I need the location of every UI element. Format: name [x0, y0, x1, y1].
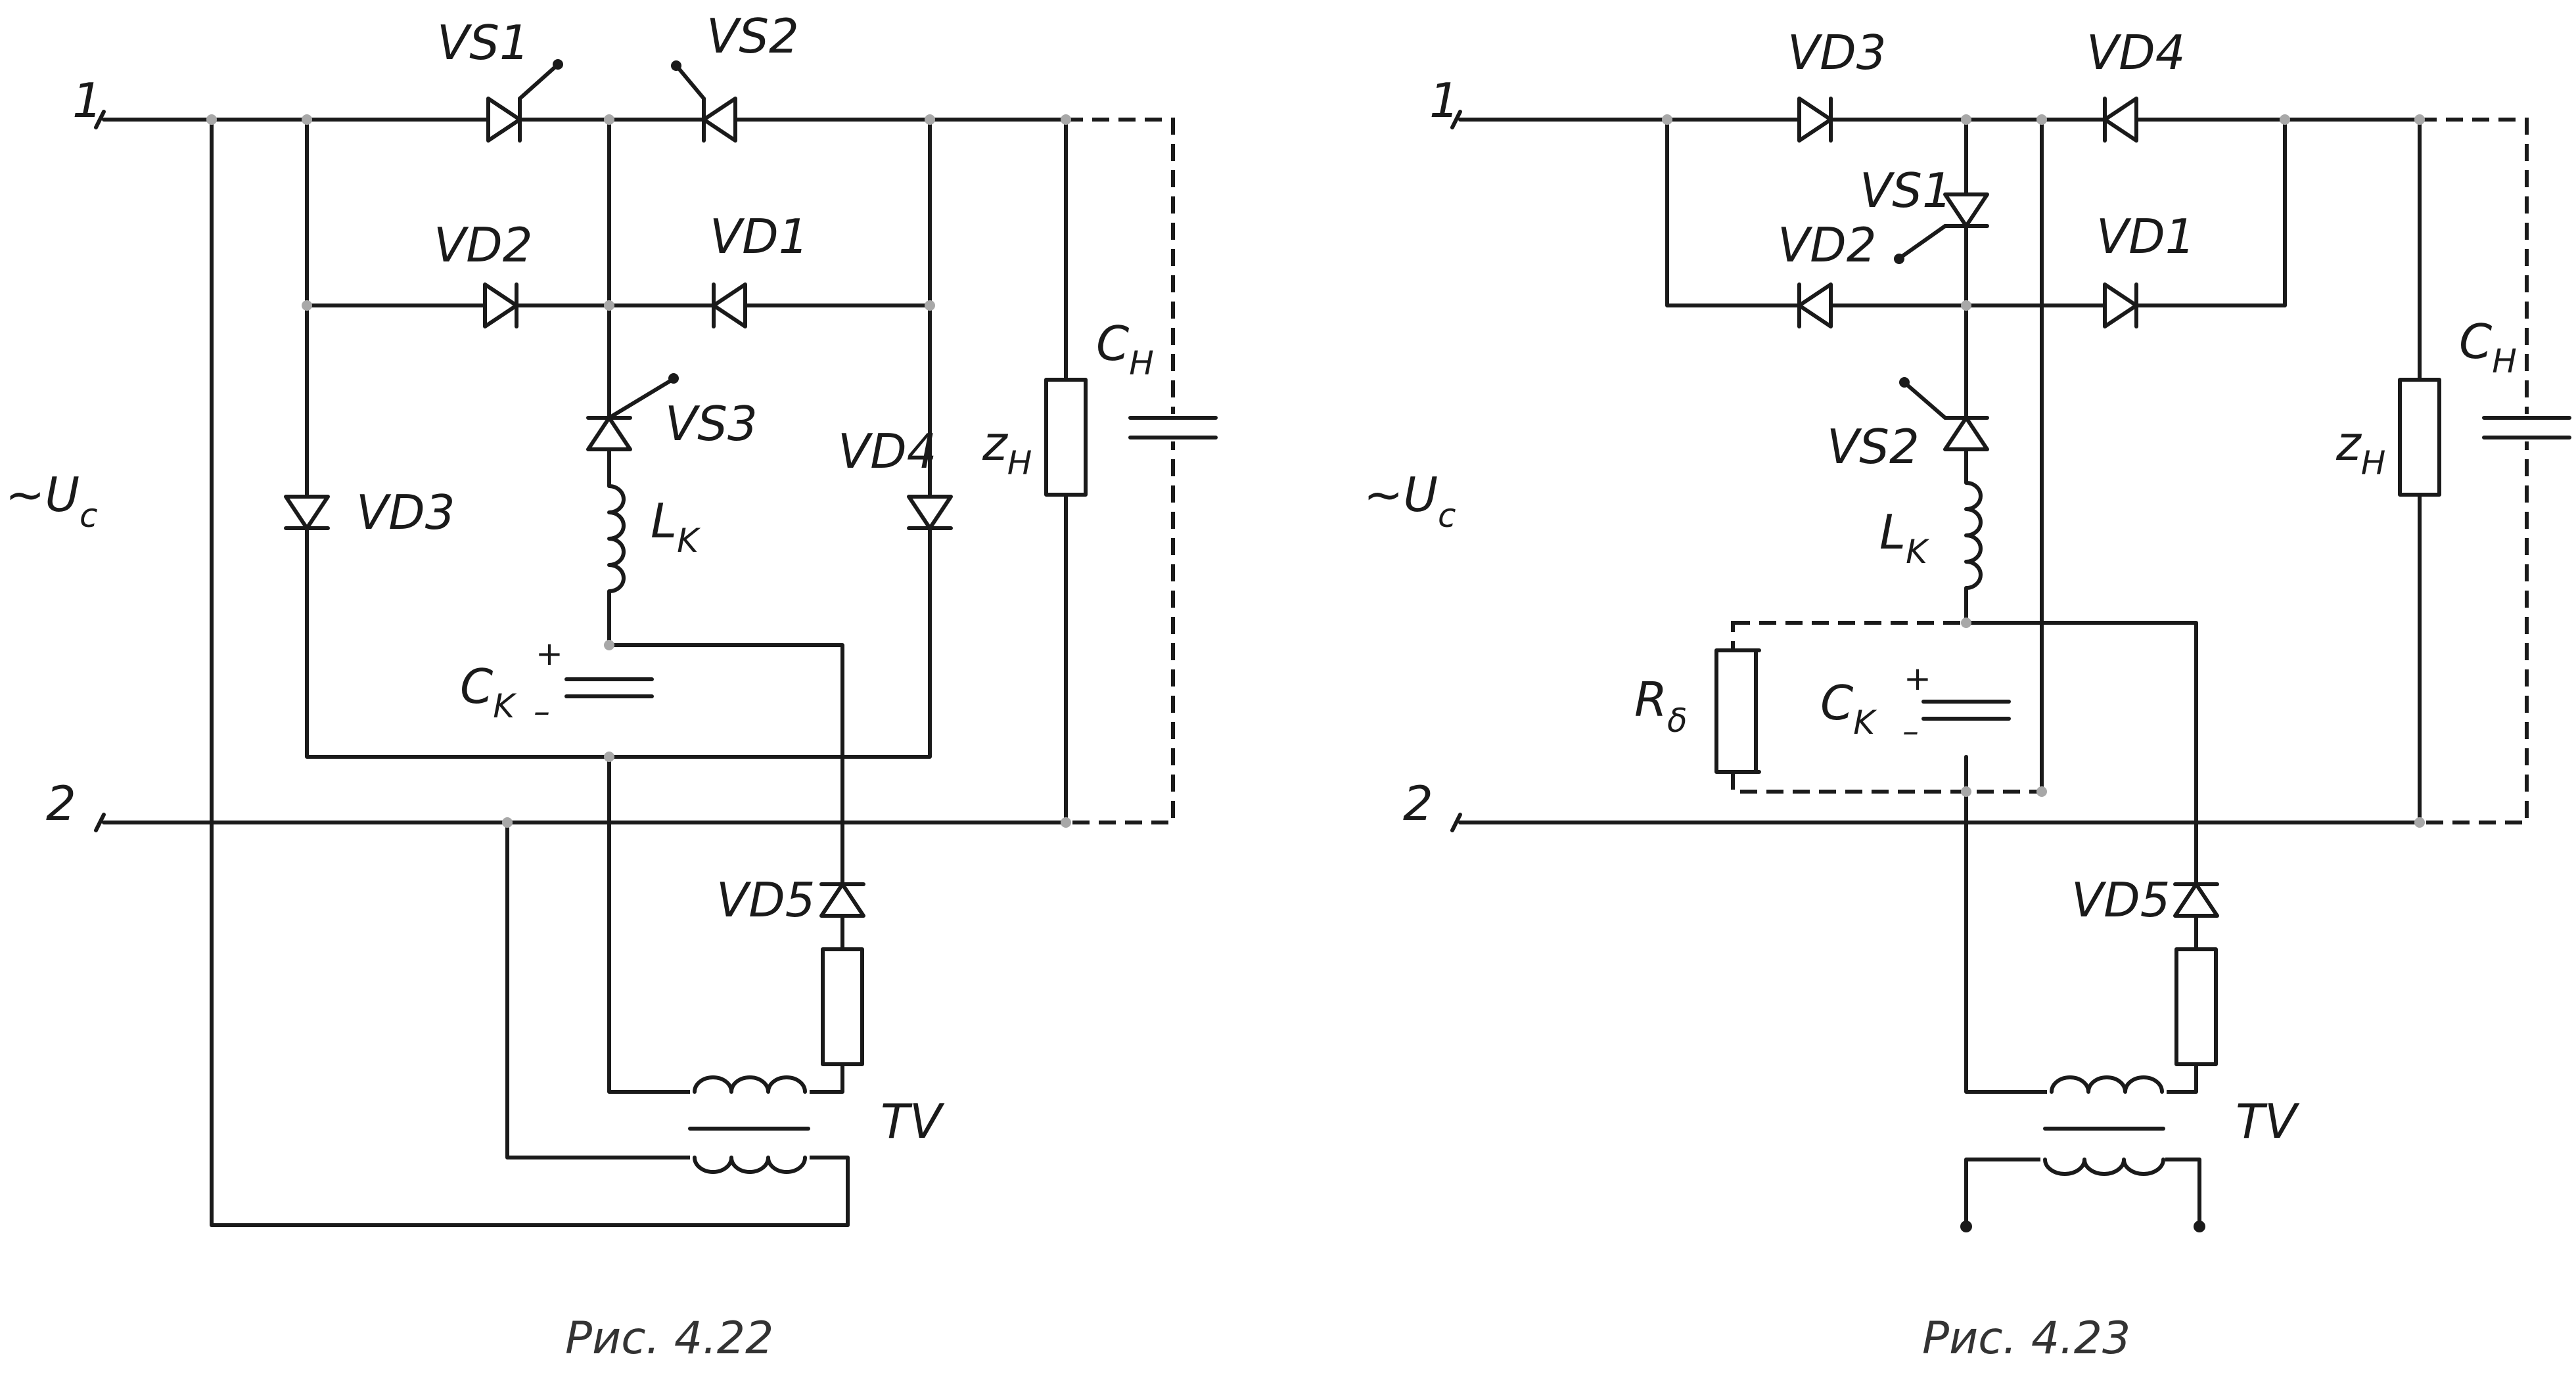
terminal-2-marker [94, 813, 106, 832]
thyristor-vs2 [1899, 377, 1987, 449]
ck-minus-label: – [534, 692, 550, 731]
load-resistor-zh [2398, 378, 2441, 497]
terminal-2-label: 2 [46, 776, 76, 831]
ck-label: CK [1820, 675, 1877, 742]
figure-caption: Рис. 4.22 [565, 1313, 773, 1364]
diode-vd2 [485, 284, 517, 326]
thyristor-vs1 [488, 59, 563, 141]
wiring-fig-4-22 [102, 118, 1175, 1227]
load-capacitor-ch [1128, 414, 1218, 441]
lk-label: LK [651, 493, 701, 560]
figure-4-23: 1 2 ~Uc VD3 VD4 VD2 VD1 VS1 VS2 [1364, 25, 2571, 1364]
figure-caption: Рис. 4.23 [1922, 1313, 2130, 1364]
lk-label: LK [1879, 505, 1930, 571]
capacitor-ck [564, 675, 654, 699]
rb-label: Rδ [1634, 672, 1688, 740]
inductor-lk [595, 484, 628, 593]
wiring-fig-4-23 [1458, 118, 2529, 1227]
inductor-lk [1952, 481, 1985, 590]
tv-label: TV [881, 1094, 945, 1149]
thyristor-vs1 [1894, 194, 1987, 264]
diode-vd3 [1799, 99, 1831, 141]
vd5-label: VD5 [716, 872, 816, 928]
terminal-1-label: 1 [1429, 73, 1460, 128]
terminal-1-label: 1 [72, 73, 103, 128]
diode-vd1 [714, 284, 745, 326]
source-voltage-label: ~Uc [1364, 467, 1456, 535]
vd3-label: VD3 [1787, 25, 1887, 80]
diode-vd4 [909, 497, 951, 528]
diode-vd3 [286, 497, 328, 528]
ck-plus-label: + [536, 635, 563, 673]
vd4-label: VD4 [838, 424, 937, 479]
vd2-label: VD2 [1778, 217, 1877, 273]
terminal-2-label: 2 [1403, 776, 1433, 831]
vd1-label: VD1 [2096, 209, 2196, 264]
junctions-fig-4-22 [206, 114, 1071, 828]
transformer-tv [688, 1071, 810, 1176]
diode-vd5 [821, 884, 863, 916]
vs3-label: VS3 [665, 396, 758, 451]
ck-label: CK [460, 659, 517, 725]
junctions-fig-4-23 [1662, 114, 2425, 828]
vs2-label: VS2 [1827, 419, 1920, 474]
diode-vd2 [1799, 284, 1831, 326]
zh-label: zH [982, 416, 1032, 482]
thyristor-vs3 [588, 373, 679, 449]
capacitor-ck [1921, 698, 2011, 721]
diode-vd4 [2105, 99, 2136, 141]
terminal-1-marker [1450, 110, 1462, 129]
resistor-vd5-series [821, 947, 864, 1066]
vs2-label: VS2 [706, 9, 799, 64]
tv-label: TV [2236, 1094, 2300, 1149]
vd4-label: VD4 [2086, 25, 2186, 80]
tv-output-terminal-left [1960, 1221, 1972, 1232]
zh-label: zH [2335, 416, 2385, 482]
figure-4-22: 1 2 ~Uc VS1 VS2 VD2 VD1 VD3 VD4 [5, 9, 1218, 1364]
resistor-vd5-series [2174, 947, 2218, 1066]
load-resistor-zh [1044, 378, 1088, 497]
vd5-label: VD5 [2071, 872, 2171, 928]
diode-vd5 [2175, 884, 2217, 916]
vs1-label: VS1 [1860, 163, 1952, 218]
vd3-label: VD3 [356, 485, 455, 540]
transformer-tv [2040, 1071, 2167, 1176]
terminal-1-marker [94, 110, 106, 129]
ck-plus-label: + [1904, 660, 1931, 698]
diode-vd1 [2105, 284, 2136, 326]
vd1-label: VD1 [710, 209, 809, 264]
load-capacitor-ch [2482, 414, 2571, 441]
resistor-rb [1714, 648, 1758, 774]
thyristor-vs2 [671, 60, 735, 141]
ck-minus-label: – [1902, 712, 1919, 750]
ch-label: CH [2459, 314, 2517, 380]
terminal-2-marker [1450, 813, 1462, 832]
ch-label: CH [1096, 316, 1154, 382]
source-voltage-label: ~Uc [5, 467, 98, 535]
tv-output-terminal-right [2194, 1221, 2205, 1232]
vd2-label: VD2 [434, 217, 533, 273]
vs1-label: VS1 [437, 15, 530, 70]
